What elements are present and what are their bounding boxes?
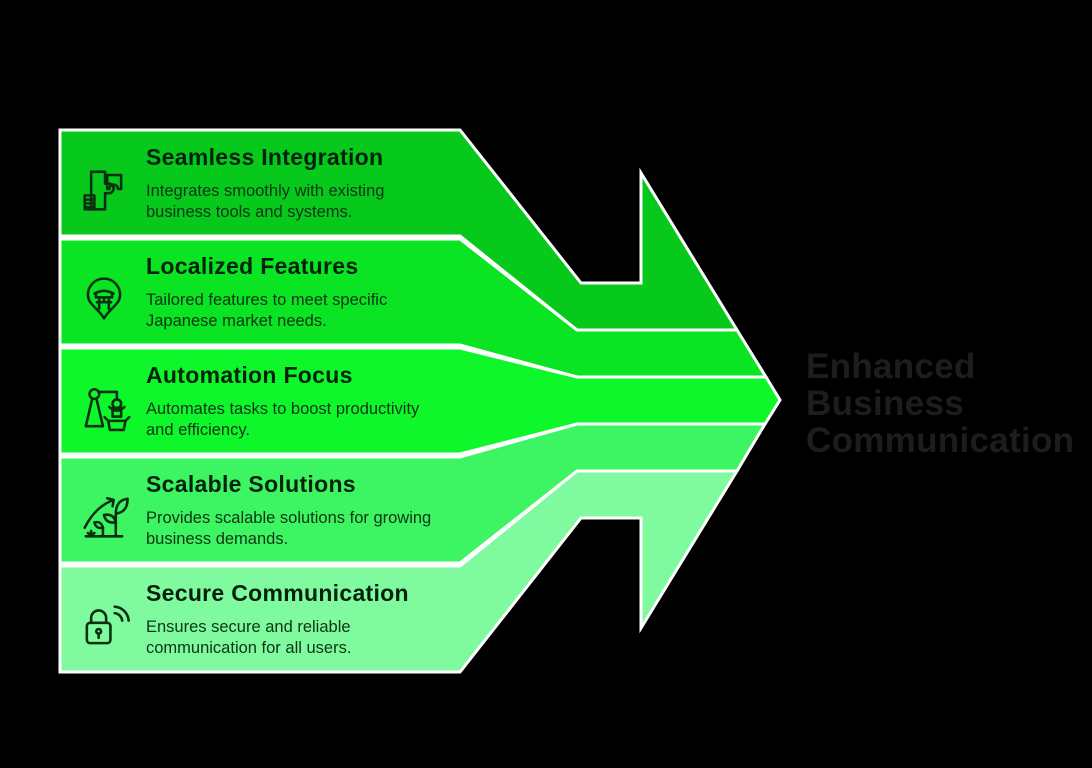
step-title: Localized Features — [146, 253, 359, 279]
band-shape-secure-communication — [58, 469, 740, 674]
step-description: Provides scalable solutions for growing … — [146, 509, 432, 548]
step-description: Integrates smoothly with existing busine… — [146, 182, 385, 221]
puzzle-integration-icon — [83, 170, 123, 211]
band-shape-seamless-integration — [58, 128, 740, 332]
step-secure-communication: Secure Communication Ensures secure and … — [74, 566, 554, 672]
step-description: Automates tasks to boost productivity an… — [146, 400, 420, 439]
lock-signal-icon — [85, 605, 130, 645]
robotic-arm-icon — [84, 387, 131, 432]
step-seamless-integration: Seamless Integration Integrates smoothly… — [74, 130, 554, 236]
step-title: Automation Focus — [146, 362, 353, 388]
step-title: Seamless Integration — [146, 144, 384, 170]
step-scalable-solutions: Scalable Solutions Provides scalable sol… — [74, 457, 554, 563]
step-localized-features: Localized Features Tailored features to … — [74, 239, 554, 345]
result-label: Enhanced Business Communication — [806, 347, 1075, 460]
step-description: Ensures secure and reliable communicatio… — [146, 618, 352, 657]
map-pin-torii-icon — [86, 277, 122, 320]
step-description: Tailored features to meet specific Japan… — [146, 291, 388, 330]
growth-plant-icon — [83, 496, 129, 538]
step-automation-focus: Automation Focus Automates tasks to boos… — [74, 348, 554, 454]
step-title: Scalable Solutions — [146, 471, 356, 497]
band-shape-automation-focus — [58, 346, 782, 456]
step-title: Secure Communication — [146, 580, 409, 606]
